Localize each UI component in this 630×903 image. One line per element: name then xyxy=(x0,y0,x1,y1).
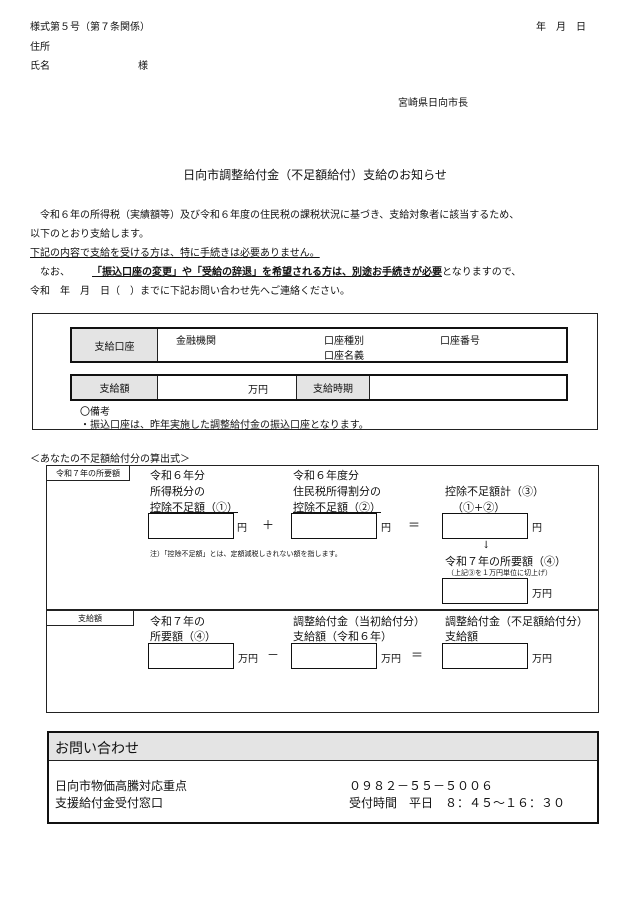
resident-tax-shortfall-field[interactable] xyxy=(291,513,377,539)
body-line-4: なお、 「振込口座の変更」や「受給の辞退」を希望される方は、別途お手続きが必要とな… xyxy=(40,263,521,278)
payout-tab: 支給額 xyxy=(46,610,134,626)
income-tax-l3: 控除不足額（①） xyxy=(150,501,238,514)
contact-phone: ０９８２－５５－５００６ xyxy=(349,779,494,793)
body-line-3: 下記の内容で支給を受ける方は、特に手続きは必要ありません。 xyxy=(30,248,320,259)
income-tax-l1: 令和６年分 xyxy=(150,469,205,482)
address-label: 住所 xyxy=(30,42,50,53)
account-label-cell: 支給口座 xyxy=(72,329,158,361)
payout-initial-unit: 万円 xyxy=(381,654,401,665)
body-line-4-tail: となりますので、 xyxy=(442,267,522,278)
contact-box: お問い合わせ 日向市物価高騰対応重点 支援給付金受付窓口 ０９８２－５５－５００… xyxy=(47,731,599,824)
amount-unit: 万円 xyxy=(248,385,268,396)
contact-heading: お問い合わせ xyxy=(55,741,139,757)
body-line-4-emphasis: 「振込口座の変更」や「受給の辞退」を希望される方は、別途お手続きが必要 xyxy=(92,267,442,278)
page-title: 日向市調整給付金（不足額給付）支給のお知らせ xyxy=(183,168,447,182)
payout-equals-operator: ＝ xyxy=(411,648,424,662)
amount-label: 支給額 xyxy=(99,384,130,395)
timing-label: 支給時期 xyxy=(313,384,353,395)
account-type-label: 口座種別 xyxy=(324,336,364,347)
required-amount-note: （上記③を１万円単位に切上げ） xyxy=(447,569,552,577)
total-l2: （①+②） xyxy=(452,501,506,514)
resident-tax-yen: 円 xyxy=(381,523,391,534)
resident-tax-l1: 令和６年度分 xyxy=(293,469,359,482)
body-line-2: 以下のとおり支給します。 xyxy=(30,229,149,240)
required-amount-l1: 令和７年の所要額（④） xyxy=(445,555,566,568)
bank-label: 金融機関 xyxy=(176,336,216,347)
amount-label-cell: 支給額 xyxy=(72,376,158,399)
account-label: 支給口座 xyxy=(94,341,135,353)
payment-row: 支給額 万円 支給時期 xyxy=(70,374,568,401)
contact-header: お問い合わせ xyxy=(49,733,597,761)
honorific: 様 xyxy=(138,61,148,72)
payout-initial-l1: 調整給付金（当初給付分） xyxy=(293,615,425,628)
body-line-1: 令和６年の所得税（実績額等）及び令和６年度の住民税の課税状況に基づき、支給対象者… xyxy=(40,210,520,221)
required-amount-field[interactable] xyxy=(442,578,528,604)
income-tax-l2: 所得税分の xyxy=(150,485,205,498)
payout-shortfall-unit: 万円 xyxy=(532,654,552,665)
plus-operator: ＋ xyxy=(262,518,275,532)
contact-hours: 受付時間 平日 ８：４５～１６：３０ xyxy=(349,796,566,810)
payout-initial-l2: 支給額（令和６年） xyxy=(293,630,392,643)
resident-tax-l2: 住民税所得割分の xyxy=(293,485,381,498)
total-l1: 控除不足額計（③） xyxy=(445,485,544,498)
account-row: 支給口座 金融機関 口座種別 口座番号 口座名義 xyxy=(70,327,568,363)
body-line-5: 令和 年 月 日（ ）までに下記お問い合わせ先へご連絡ください。 xyxy=(30,286,350,297)
payout-required-l2: 所要額（④） xyxy=(150,630,216,643)
notes-item: ・振込口座は、昨年実施した調整給付金の振込口座となります。 xyxy=(80,420,369,431)
required-tab: 令和７年の所要額 xyxy=(46,465,130,481)
minus-operator: － xyxy=(267,648,280,662)
contact-org-2: 支援給付金受付窓口 xyxy=(55,796,164,810)
issuer: 宮崎県日向市長 xyxy=(398,98,468,109)
income-tax-yen: 円 xyxy=(237,523,247,534)
total-yen: 円 xyxy=(532,523,542,534)
account-holder-label: 口座名義 xyxy=(324,351,364,362)
total-shortfall-field[interactable] xyxy=(442,513,528,539)
body-line-4-lead: なお、 xyxy=(40,267,70,278)
required-amount-unit: 万円 xyxy=(532,589,552,600)
form-number: 様式第５号（第７条関係） xyxy=(30,22,150,33)
income-tax-shortfall-field[interactable] xyxy=(148,513,234,539)
payout-required-field[interactable] xyxy=(148,643,234,669)
resident-tax-l3: 控除不足額（②） xyxy=(293,501,381,514)
down-arrow-icon: ↓ xyxy=(482,540,491,551)
payout-shortfall-l1: 調整給付金（不足額給付分） xyxy=(445,615,588,628)
name-label: 氏名 xyxy=(30,61,50,72)
issue-date: 年 月 日 xyxy=(536,22,586,33)
payout-required-unit: 万円 xyxy=(238,654,258,665)
shortfall-note: 注）「控除不足額」とは、定額減税しきれない額を指します。 xyxy=(150,550,342,558)
calc-section-title: ＜あなたの不足額給付分の算出式＞ xyxy=(30,454,190,465)
notes-title: 〇備考 xyxy=(80,407,110,418)
payout-shortfall-l2: 支給額 xyxy=(445,630,478,643)
payout-shortfall-field[interactable] xyxy=(442,643,528,669)
payout-required-l1: 令和７年の xyxy=(150,615,205,628)
payout-initial-field[interactable] xyxy=(291,643,377,669)
timing-label-cell: 支給時期 xyxy=(296,376,370,399)
account-number-label: 口座番号 xyxy=(440,336,480,347)
contact-org-1: 日向市物価高騰対応重点 xyxy=(55,779,188,793)
equals-operator: ＝ xyxy=(408,518,421,532)
